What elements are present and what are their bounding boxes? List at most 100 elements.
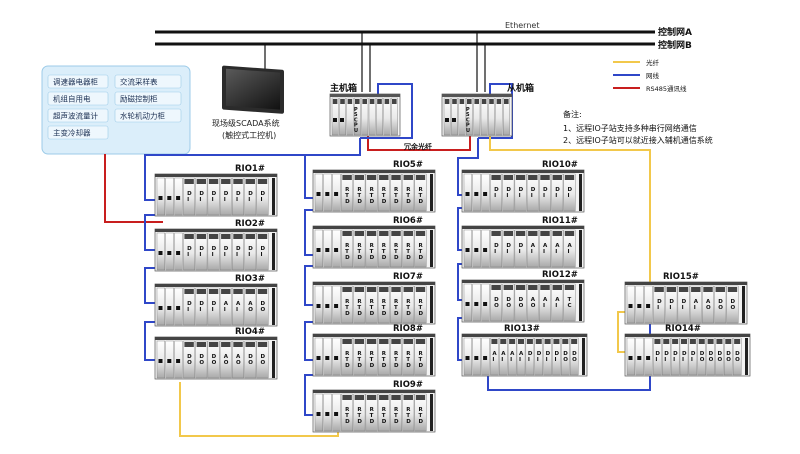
rio-io-module bbox=[207, 340, 220, 379]
main-chassis-top-rail bbox=[330, 94, 400, 97]
scada-monitor: 现场级SCADA系统 (触控式工控机) bbox=[212, 65, 284, 140]
slave-chassis-slot-terminal bbox=[489, 99, 494, 104]
rio-module-type-letter: D bbox=[555, 187, 560, 193]
rio-module-type-letter: D bbox=[394, 419, 399, 425]
rio-port-icon bbox=[167, 251, 172, 255]
rio-module-terminal bbox=[403, 175, 413, 180]
legend-label-3: RS485通讯线 bbox=[646, 84, 687, 93]
rio-io-module bbox=[219, 287, 232, 326]
rio-station-label: RIO4# bbox=[235, 327, 265, 337]
rio-io-module bbox=[256, 287, 269, 326]
rio-module-type-letter: I bbox=[528, 357, 530, 363]
rio-io-module bbox=[697, 337, 706, 376]
rio-module-type-letter: O bbox=[506, 303, 511, 309]
rio-port-icon bbox=[158, 306, 163, 310]
rio-top-rail bbox=[313, 334, 435, 337]
rio-io-module bbox=[195, 340, 208, 379]
rio-module-type-letter: D bbox=[494, 297, 499, 303]
rio-end-cap bbox=[430, 394, 433, 431]
rio-top-rail bbox=[155, 229, 277, 232]
rio-module-type-letter: T bbox=[370, 249, 374, 255]
device-chip-label: 励磁控制柜 bbox=[120, 94, 158, 104]
rio-module-terminal bbox=[379, 339, 389, 344]
rio-io-module bbox=[353, 337, 366, 376]
rio-module-type-letter: T bbox=[567, 297, 571, 303]
rio-module-type-letter: I bbox=[199, 307, 201, 313]
rio-module-terminal bbox=[221, 234, 231, 239]
rio-module-terminal bbox=[208, 289, 219, 294]
rio-module-type-letter: D bbox=[717, 351, 722, 357]
rio-port-icon bbox=[316, 412, 321, 416]
rio-module-type-letter: D bbox=[506, 243, 511, 249]
rio-module-terminal bbox=[354, 175, 365, 180]
slave-chassis-slot bbox=[473, 97, 481, 136]
slave-chassis-cpu-letter: P bbox=[466, 107, 470, 113]
rio-module-type-letter: D bbox=[543, 187, 548, 193]
rio-module-type-letter: D bbox=[345, 311, 350, 317]
rio-module-terminal bbox=[257, 179, 268, 184]
slave-chassis-psu-led bbox=[452, 118, 456, 122]
device-chip-6 bbox=[114, 108, 182, 123]
rio-module-type-letter: I bbox=[494, 249, 496, 255]
rio-io-module bbox=[402, 285, 415, 324]
rio-module-terminal bbox=[725, 339, 732, 344]
rio-module-terminal bbox=[517, 339, 525, 344]
rio-module-type-letter: O bbox=[248, 307, 253, 313]
rio-module-type-letter: T bbox=[345, 249, 349, 255]
rio-port-icon bbox=[483, 356, 488, 360]
rio-module-terminal bbox=[415, 287, 426, 292]
rio-module-type-letter: D bbox=[248, 246, 253, 252]
rio-module-type-letter: O bbox=[224, 360, 229, 366]
rio-module-type-letter: D bbox=[260, 191, 265, 197]
rio-module-type-letter: D bbox=[212, 191, 217, 197]
rio-port-icon bbox=[646, 304, 651, 308]
rio-module-terminal bbox=[196, 289, 207, 294]
slave-chassis-cpu-letter: P bbox=[466, 123, 470, 129]
rio-top-rail bbox=[462, 334, 587, 337]
rio-io-module bbox=[402, 393, 415, 432]
rio-port-icon bbox=[465, 302, 470, 306]
rio-module-type-letter: D bbox=[199, 246, 204, 252]
rio-module-type-letter: D bbox=[406, 363, 411, 369]
rio-module-type-letter: D bbox=[519, 187, 524, 193]
slave-chassis-cpu-letter: U bbox=[466, 128, 470, 134]
rio-module-type-letter: R bbox=[357, 243, 362, 249]
rio-top-rail bbox=[462, 170, 584, 173]
rio-module-type-letter: D bbox=[531, 187, 536, 193]
rio-io-module bbox=[341, 393, 354, 432]
rio-module-type-letter: I bbox=[187, 252, 189, 258]
rio-module-terminal bbox=[342, 287, 352, 292]
rio-io-module bbox=[561, 337, 570, 376]
rio-io-module bbox=[689, 285, 702, 324]
rio-io-module bbox=[539, 283, 551, 322]
rio-module-type-letter: D bbox=[394, 199, 399, 205]
rio-module-terminal bbox=[245, 289, 255, 294]
rio-io-module bbox=[543, 337, 552, 376]
rio-module-type-letter: I bbox=[519, 357, 521, 363]
rio-module-type-letter: I bbox=[519, 249, 521, 255]
main-chassis-slot bbox=[339, 97, 346, 136]
rio-io-module bbox=[256, 232, 269, 271]
rio-module-type-letter: D bbox=[394, 363, 399, 369]
rio-port-icon bbox=[316, 248, 321, 252]
rio-end-cap bbox=[579, 230, 582, 267]
rio-module-type-letter: D bbox=[370, 311, 375, 317]
rio-end-cap bbox=[430, 338, 433, 375]
rio-module-type-letter: I bbox=[682, 357, 684, 363]
rio-module-terminal bbox=[698, 339, 705, 344]
rio-module-type-letter: D bbox=[718, 299, 723, 305]
rio-module-terminal bbox=[391, 287, 401, 292]
slave-chassis-slot-terminal bbox=[459, 99, 465, 104]
device-chip-3 bbox=[47, 91, 109, 106]
rio-module-type-letter: I bbox=[494, 193, 496, 199]
rio-module-terminal bbox=[403, 339, 413, 344]
rio-module-type-letter: R bbox=[370, 243, 375, 249]
rio-module-terminal bbox=[415, 231, 426, 236]
rio-module-type-letter: D bbox=[345, 255, 350, 261]
rio-module-type-letter: A bbox=[492, 351, 497, 357]
slave-chassis-slot-terminal bbox=[504, 99, 509, 104]
rio-io-module bbox=[507, 337, 517, 376]
